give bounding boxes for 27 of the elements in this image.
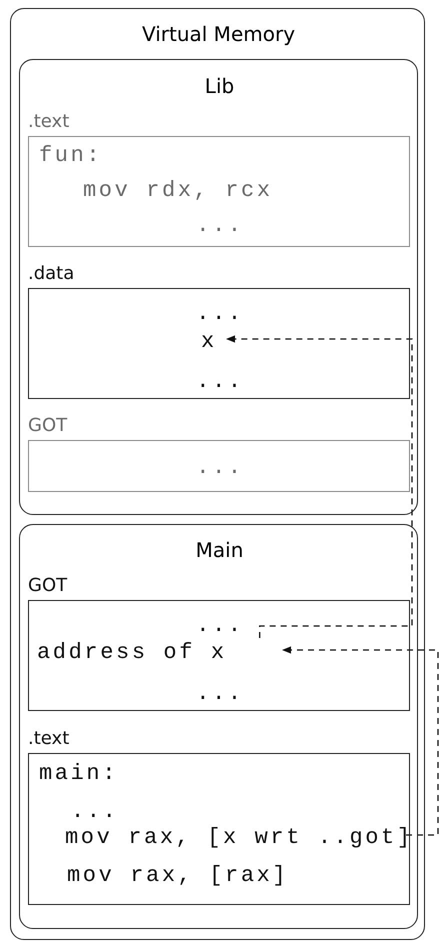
code-line: ... bbox=[71, 801, 118, 823]
region-title: Main bbox=[196, 540, 244, 560]
code-line: x bbox=[201, 330, 229, 354]
section-label: GOT bbox=[28, 577, 68, 595]
code-line: ... bbox=[196, 683, 244, 705]
code-line: ... bbox=[196, 303, 244, 325]
section-label: .text bbox=[28, 113, 70, 131]
memory-panel bbox=[10, 8, 425, 940]
code-line: mov rax, [rax] bbox=[67, 865, 288, 887]
code-line: ... bbox=[196, 371, 244, 393]
code-line: fun: bbox=[39, 145, 102, 167]
code-line: ... bbox=[196, 615, 244, 637]
section-label: .text bbox=[28, 730, 70, 748]
code-line: address of x bbox=[37, 641, 285, 665]
section-label: .data bbox=[28, 265, 74, 283]
module-panel bbox=[19, 524, 418, 929]
code-line: mov rdx, rcx bbox=[83, 180, 273, 202]
module-panel bbox=[19, 59, 418, 515]
region-title: Lib bbox=[204, 76, 234, 96]
code-line: ... bbox=[196, 215, 244, 237]
region-title: Virtual Memory bbox=[142, 24, 296, 44]
code-line: ... bbox=[196, 457, 244, 479]
code-line: mov rax, [x wrt ..got] bbox=[65, 826, 409, 850]
dashed-arrow bbox=[282, 646, 439, 836]
code-line: main: bbox=[39, 763, 118, 785]
section-label: GOT bbox=[28, 417, 68, 435]
dashed-arrow bbox=[226, 335, 413, 638]
